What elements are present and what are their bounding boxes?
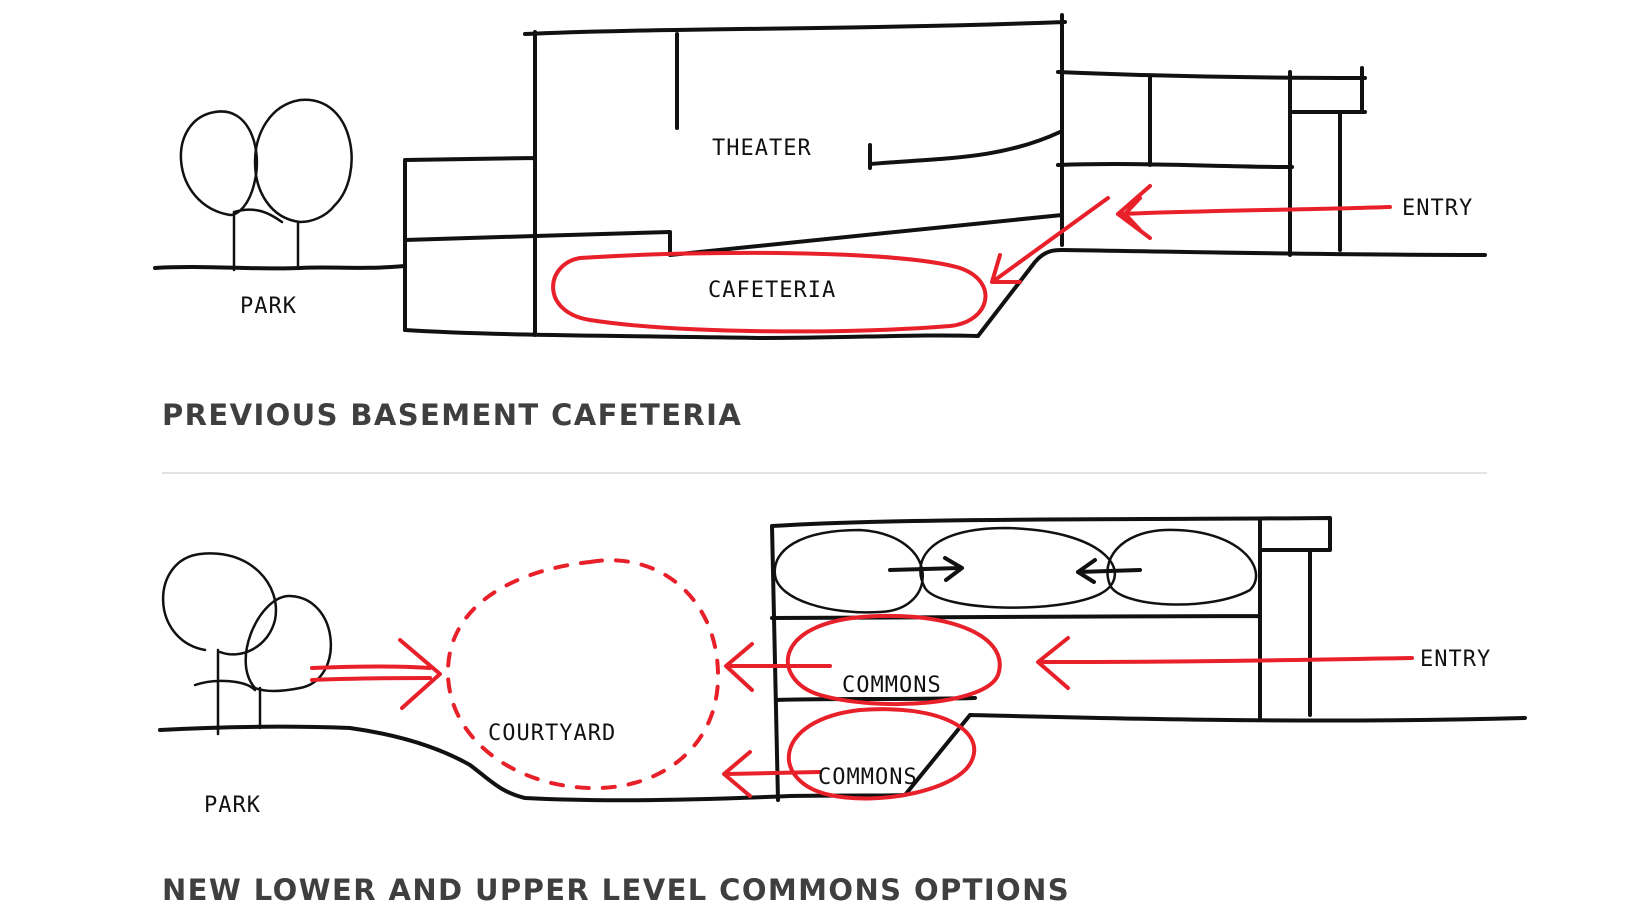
label-cafeteria: CAFETERIA: [708, 278, 836, 303]
label-theater: THEATER: [712, 136, 812, 161]
label-entry: ENTRY: [1402, 196, 1473, 221]
commons-upper-highlight: [785, 613, 1002, 707]
tree-icon: [179, 98, 353, 272]
entry-arrow-down: [990, 196, 1110, 284]
section-diagram-new: PARK COURTYARD COMMONS COMMONS ENTRY: [0, 490, 1640, 840]
ground-line: [153, 264, 407, 271]
courtyard-highlight: [445, 558, 721, 791]
building-frame: [770, 516, 1332, 802]
cafeteria-highlight: [551, 250, 988, 334]
caption-previous: PREVIOUS BASEMENT CAFETERIA: [162, 398, 743, 432]
upper-volumes: [773, 526, 1258, 614]
basement-floor: [403, 248, 1487, 340]
label-entry: ENTRY: [1420, 647, 1491, 672]
caption-new: NEW LOWER AND UPPER LEVEL COMMONS OPTION…: [162, 873, 1071, 907]
label-park: PARK: [240, 294, 297, 319]
commons-to-courtyard-arrow: [724, 642, 832, 692]
label-park: PARK: [204, 793, 261, 818]
entry-arrow: [1116, 184, 1392, 240]
label-courtyard: COURTYARD: [488, 721, 616, 746]
theater-volume: [523, 13, 1067, 257]
label-commons-upper: COMMONS: [842, 673, 942, 698]
ground-line: [158, 713, 1527, 803]
building-wing-right: [1056, 66, 1367, 257]
lower-commons-to-courtyard-arrow: [722, 750, 822, 798]
section-divider: [162, 472, 1487, 474]
section-diagram-previous: PARK THEATER CAFETERIA ENTRY: [0, 0, 1640, 360]
park-to-courtyard-arrow: [310, 638, 442, 710]
building-wing-left: [403, 30, 537, 337]
entry-arrow: [1036, 636, 1414, 690]
label-commons-lower: COMMONS: [818, 765, 918, 790]
tree-icon: [161, 552, 332, 736]
commons-lower-highlight: [786, 707, 976, 801]
